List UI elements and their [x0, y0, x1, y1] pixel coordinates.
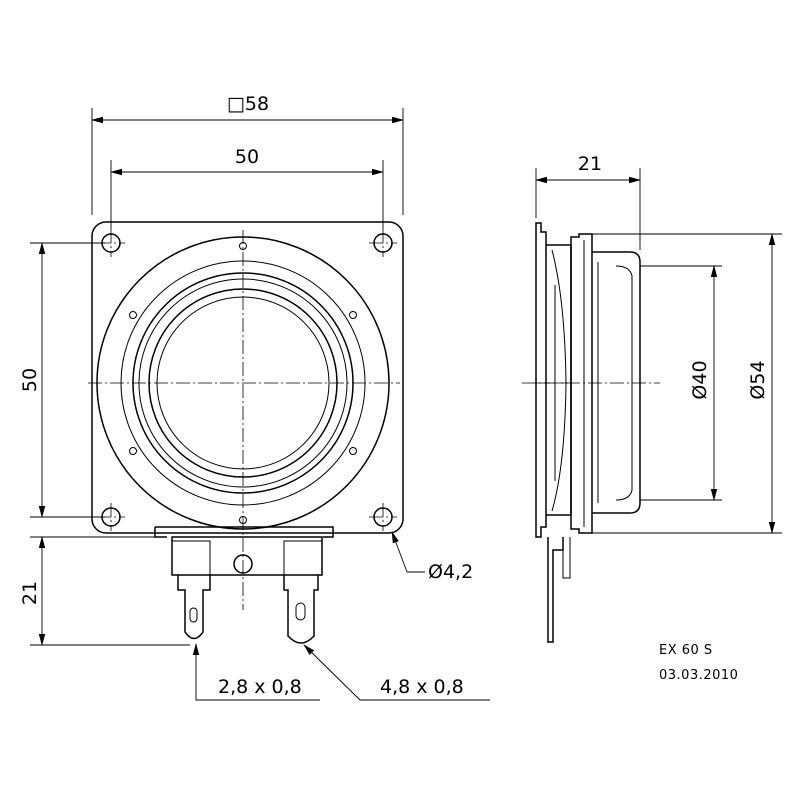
terminal-block — [154, 526, 334, 644]
dim-diameter-outer-label: Ø54 — [747, 360, 769, 399]
dim-hole-diameter-label: Ø4,2 — [428, 561, 473, 583]
dim-terminal-large-label: 4,8 x 0,8 — [380, 676, 464, 698]
side-terminal — [547, 537, 564, 643]
leader-terminal-small — [192, 643, 320, 701]
mounting-holes — [97, 229, 397, 531]
dim-terminal-height-label: 21 — [19, 581, 41, 605]
speaker-frame — [91, 221, 404, 534]
drawing-date: 03.03.2010 — [659, 668, 738, 683]
leader-hole-diameter — [391, 531, 408, 573]
dim-hole-spacing-v-label: 50 — [19, 368, 41, 392]
dim-depth-label: 21 — [578, 153, 602, 175]
model-name: EX 60 S — [659, 643, 713, 658]
dim-hole-spacing-h-label: 50 — [235, 146, 259, 168]
side-extension-lines — [535, 168, 782, 534]
side-frame-plate — [535, 222, 547, 538]
leader-terminal-large — [303, 644, 490, 701]
side-magnet — [592, 251, 641, 514]
side-view: 21 Ø40 Ø54 — [522, 153, 782, 643]
title-block: EX 60 S 03.03.2010 — [659, 643, 738, 683]
front-view: □58 50 50 21 Ø4,2 2,8 x 0,8 4,8 x 0,8 — [19, 93, 490, 701]
dim-terminal-small-label: 2,8 x 0,8 — [218, 676, 302, 698]
side-basket — [546, 244, 572, 516]
extension-lines — [30, 108, 404, 646]
side-magnet-flange — [570, 233, 593, 534]
dim-overall-label: □58 — [227, 93, 269, 115]
dim-diameter-inner-label: Ø40 — [689, 360, 711, 399]
